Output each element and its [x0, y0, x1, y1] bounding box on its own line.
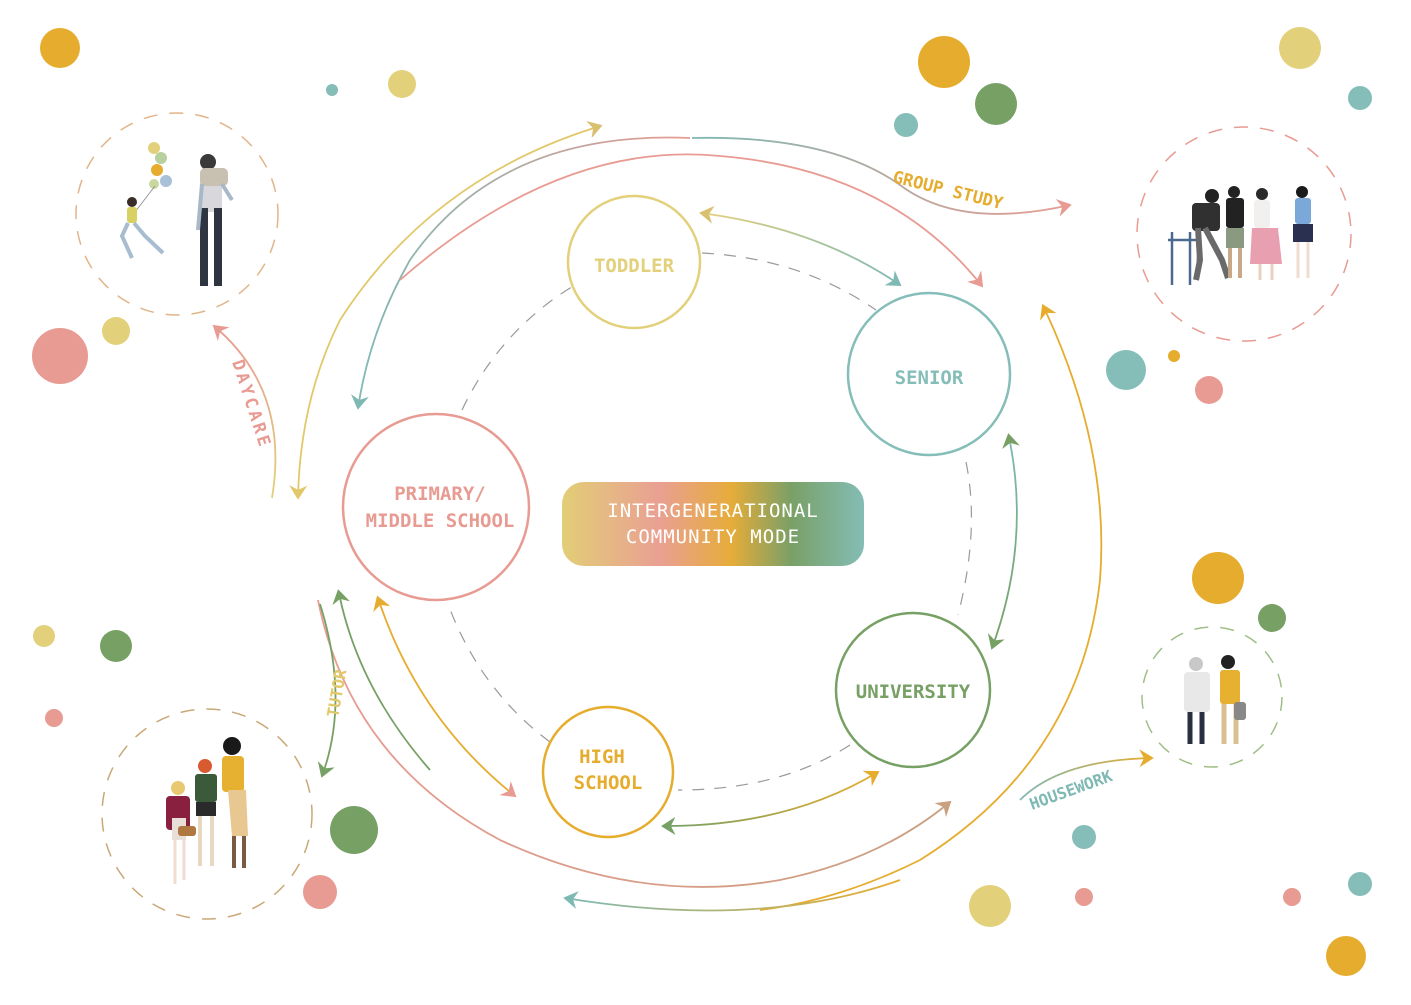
center-title-line1: INTERGENERATIONAL — [607, 500, 819, 522]
group-study-scene-icon — [1168, 186, 1313, 285]
tutor-scene-icon — [166, 737, 248, 884]
toddler-label: TODDLER — [594, 255, 675, 277]
high-school-label-line1: HIGH — [579, 746, 625, 768]
daycare-scene-icon — [119, 142, 234, 286]
node-university: UNIVERSITY — [834, 611, 992, 769]
center-title-line2: COMMUNITY MODE — [625, 526, 801, 548]
center-title-box: INTERGENERATIONAL COMMUNITY MODE — [562, 482, 864, 566]
senior-label: SENIOR — [895, 367, 964, 389]
node-toddler: TODDLER — [566, 194, 702, 330]
node-senior: SENIOR — [846, 291, 1012, 457]
node-primary-middle-school: PRIMARY/ MIDDLE SCHOOL — [341, 412, 531, 602]
connector-arrows — [212, 121, 1154, 912]
primary-label-line1: PRIMARY/ — [394, 483, 486, 505]
housework-label: HOUSEWORK — [1027, 766, 1115, 814]
housework-scene-icon — [1184, 655, 1246, 744]
university-label: UNIVERSITY — [856, 681, 971, 703]
tutor-label: TUTOR — [323, 668, 350, 719]
node-high-school: HIGH SCHOOL — [541, 705, 675, 839]
primary-label-line2: MIDDLE SCHOOL — [366, 510, 515, 532]
decorative-dots — [32, 27, 1372, 976]
scene-rings — [75, 112, 1352, 920]
high-school-label-line2: SCHOOL — [574, 772, 643, 794]
